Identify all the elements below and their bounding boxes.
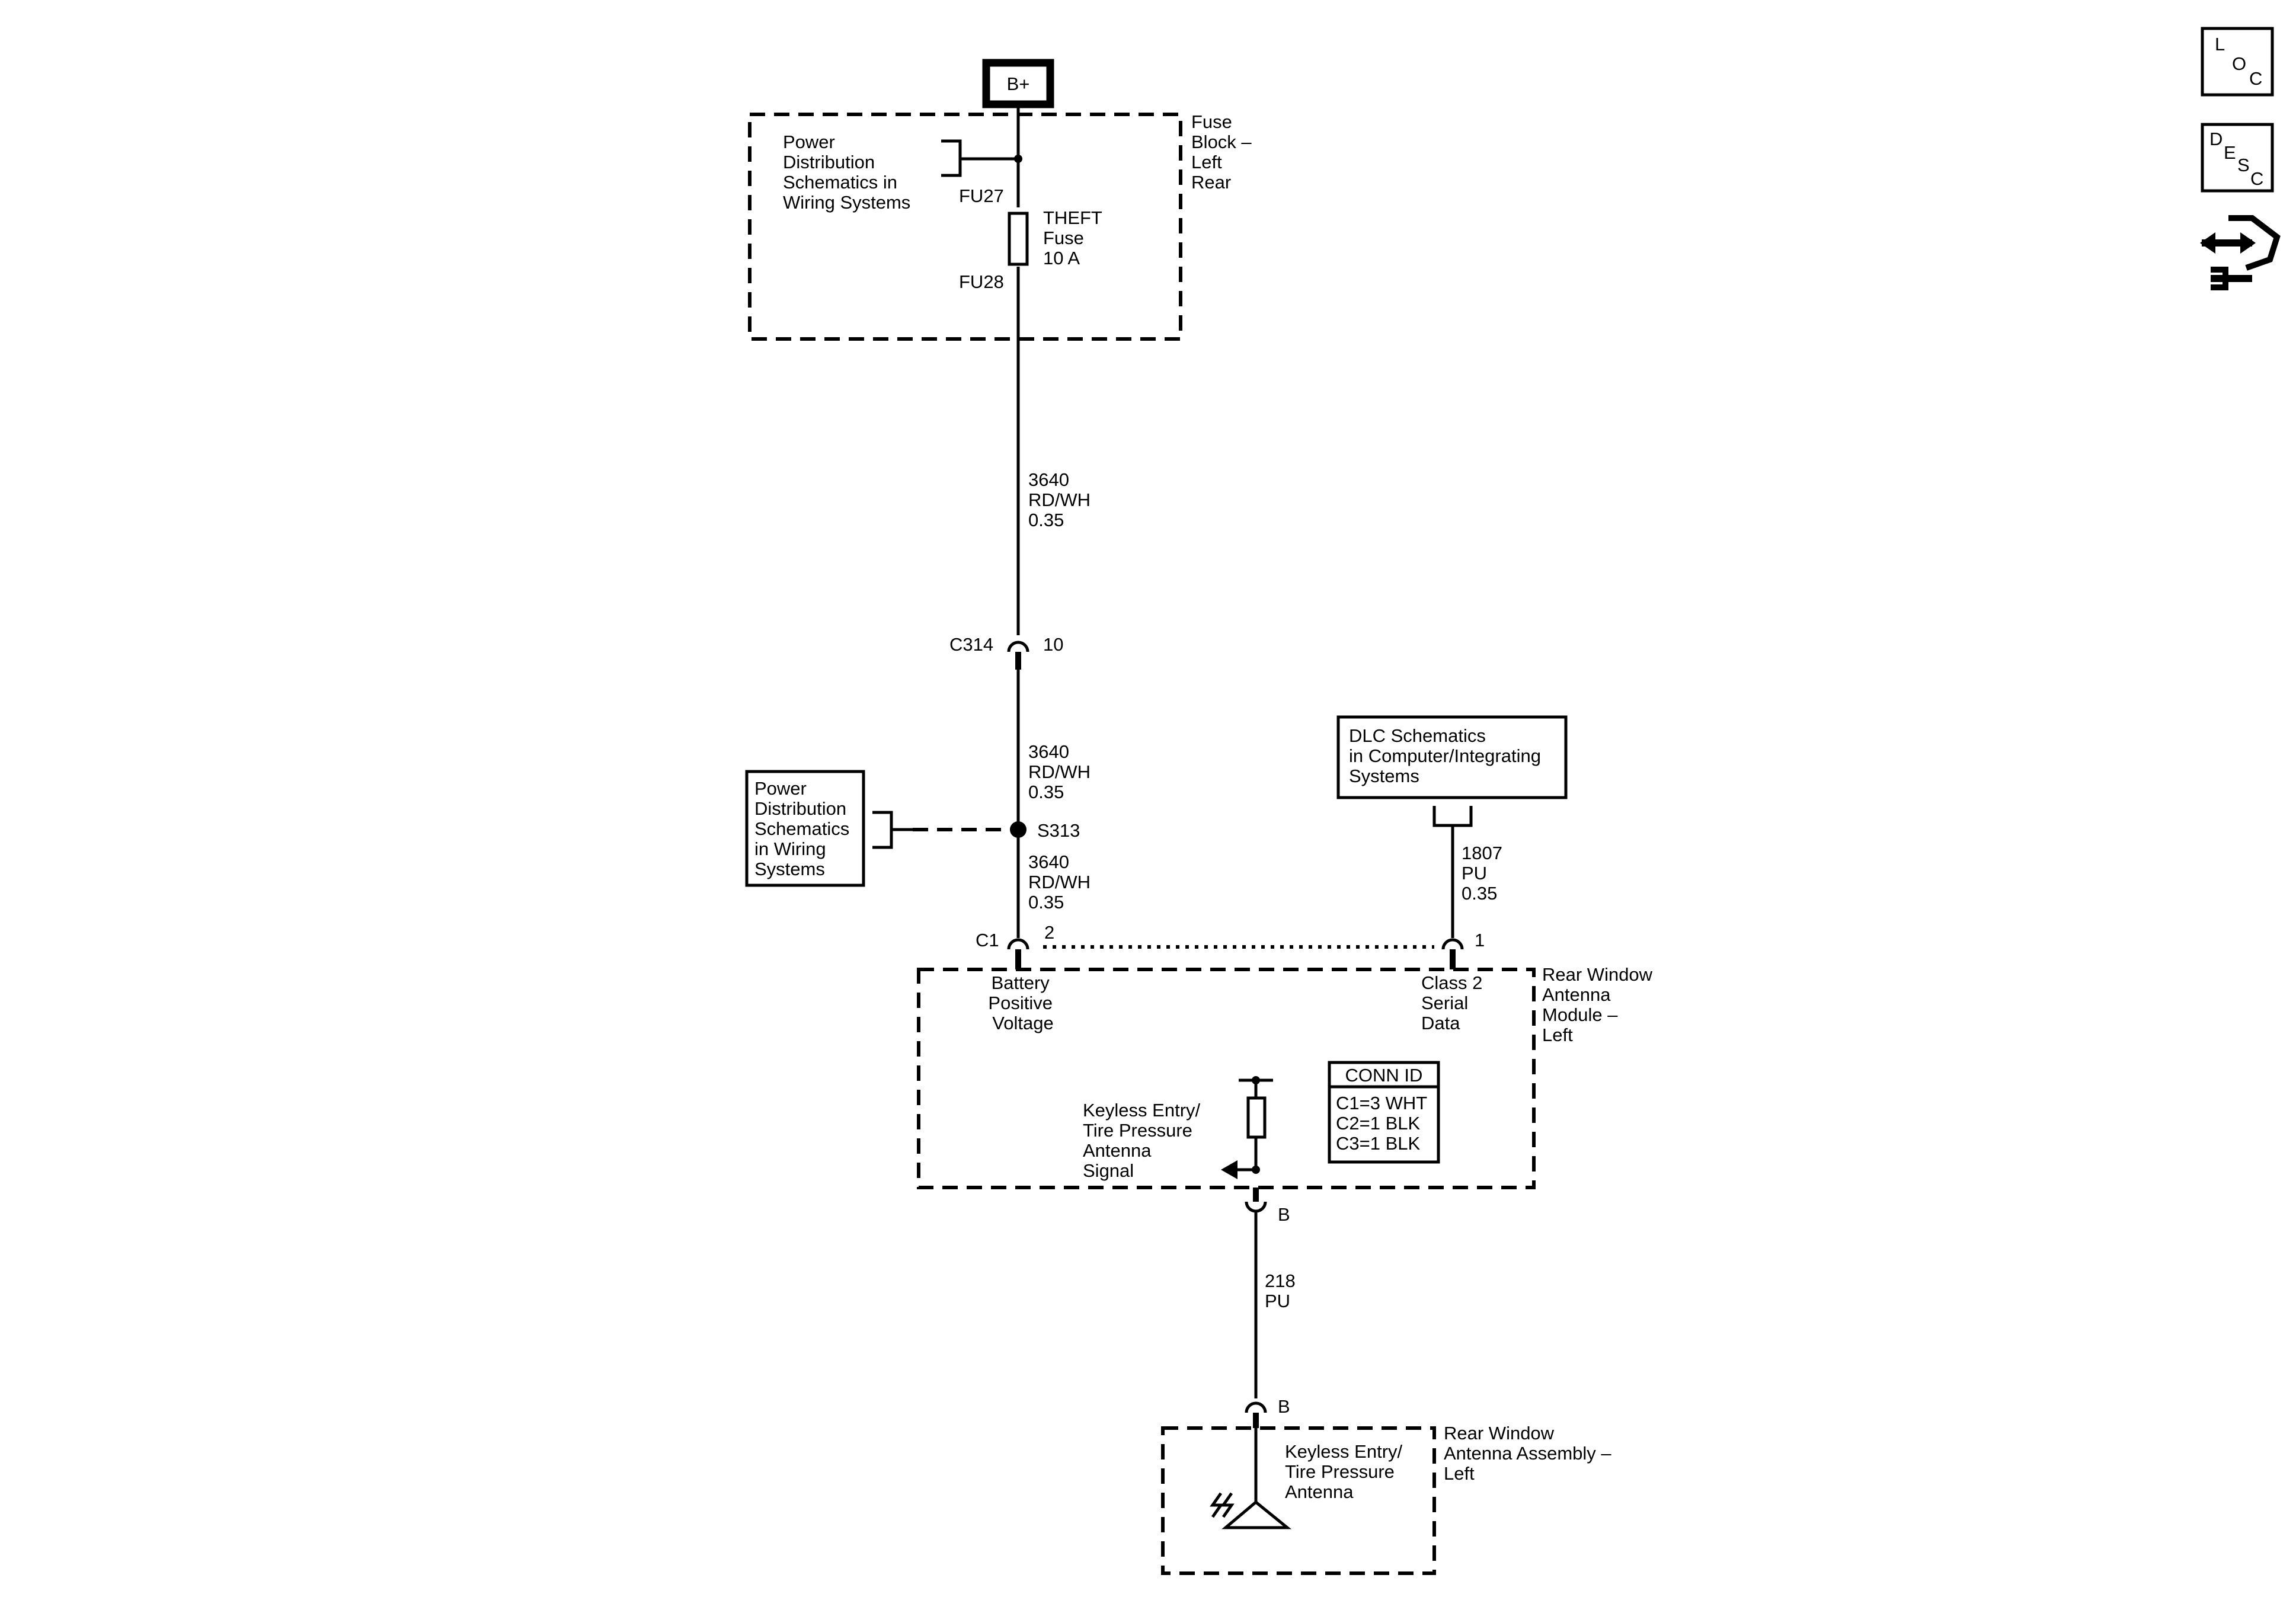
- power-distribution-ref-text: Power Distribution Schematics in Wiring …: [754, 778, 855, 879]
- antenna-assembly-antenna-label: Keyless Entry/ Tire Pressure Antenna: [1285, 1441, 1408, 1502]
- conn-id-rows: C1=3 WHT C2=1 BLK C3=1 BLK: [1336, 1093, 1432, 1154]
- dlc-schematics-box: DLC Schematics in Computer/Integrating S…: [1336, 715, 1568, 938]
- module-label: Rear Window Antenna Module – Left: [1542, 964, 1658, 1045]
- splice-s313-label: S313: [1037, 820, 1080, 841]
- rear-window-antenna-assembly: Rear Window Antenna Assembly – Left Keyl…: [1161, 1423, 1616, 1575]
- wire-3640-low: 3640 RD/WH 0.35: [1028, 852, 1096, 913]
- navigation-arrows-icon[interactable]: [2200, 215, 2281, 290]
- desc-letter-e: E: [2224, 142, 2236, 163]
- fuse-terminal-out: FU28: [959, 271, 1004, 292]
- module-battery-input: Battery Positive Voltage: [988, 972, 1057, 1033]
- antenna-assembly-label: Rear Window Antenna Assembly – Left: [1444, 1423, 1616, 1484]
- desc-letter-d: D: [2209, 129, 2223, 149]
- wire-3640-top: 3640 RD/WH 0.35: [1028, 469, 1096, 530]
- battery-label: B+: [1007, 73, 1030, 94]
- connector-c1-pin-2: 2: [1044, 922, 1054, 943]
- conn-id-table: CONN ID C1=3 WHT C2=1 BLK C3=1 BLK: [1328, 1061, 1440, 1164]
- wire-3640-mid: 3640 RD/WH 0.35: [1028, 741, 1096, 802]
- connector-b-antenna: B: [1245, 1396, 1290, 1428]
- fuse-terminal-in: FU27: [959, 185, 1004, 206]
- desc-letter-s: S: [2237, 155, 2250, 175]
- theft-fuse-label: THEFT Fuse 10 A: [1043, 207, 1107, 268]
- power-ref-box-bracket: [872, 811, 913, 849]
- dlc-schematics-text: DLC Schematics in Computer/Integrating S…: [1349, 725, 1546, 786]
- connector-c314: C314 10: [949, 634, 1063, 670]
- module-data-input: Class 2 Serial Data: [1421, 972, 1488, 1033]
- connector-c314-name: C314: [949, 634, 993, 655]
- wire-1807: 1807 PU 0.35: [1462, 843, 1508, 904]
- desc-button[interactable]: D E S C: [2201, 123, 2274, 193]
- connector-b-module-label: B: [1278, 1204, 1290, 1225]
- loc-letter-o: O: [2232, 53, 2246, 74]
- loc-button[interactable]: L O C: [2201, 27, 2274, 97]
- connector-b-antenna-label: B: [1278, 1396, 1290, 1417]
- rear-window-antenna-module: Rear Window Antenna Module – Left Batter…: [917, 964, 1658, 1189]
- connector-c1: C1 2 1: [976, 922, 1485, 969]
- loc-letter-c: C: [2249, 68, 2262, 89]
- fuse-block-junction: [1014, 155, 1022, 163]
- loc-letter-l: L: [2215, 34, 2225, 55]
- fuse-block-label: Fuse Block – Left Rear: [1191, 111, 1256, 193]
- splice-s313: S313: [1010, 820, 1080, 841]
- connector-b-module: B: [1245, 1188, 1290, 1225]
- antenna-icon: [1221, 1500, 1292, 1529]
- conn-id-title: CONN ID: [1345, 1065, 1423, 1086]
- radio-wave-icon: [1210, 1492, 1235, 1518]
- connector-c1-pin-1: 1: [1475, 930, 1485, 950]
- power-distribution-ref-box: Power Distribution Schematics in Wiring …: [745, 770, 865, 887]
- connector-c314-pin: 10: [1043, 634, 1063, 655]
- module-signal-label: Keyless Entry/ Tire Pressure Antenna Sig…: [1083, 1100, 1205, 1181]
- desc-letter-c: C: [2250, 168, 2263, 189]
- fuse-block: Fuse Block – Left Rear Power Distributio…: [748, 111, 1256, 341]
- battery-terminal: B+: [982, 59, 1054, 108]
- wire-218-label: 218 PU: [1265, 1270, 1300, 1311]
- connector-c1-name: C1: [976, 930, 999, 950]
- theft-fuse: [1008, 212, 1029, 266]
- fuse-block-power-ref: Power Distribution Schematics in Wiring …: [783, 132, 910, 213]
- power-ref-bracket: [941, 139, 1018, 177]
